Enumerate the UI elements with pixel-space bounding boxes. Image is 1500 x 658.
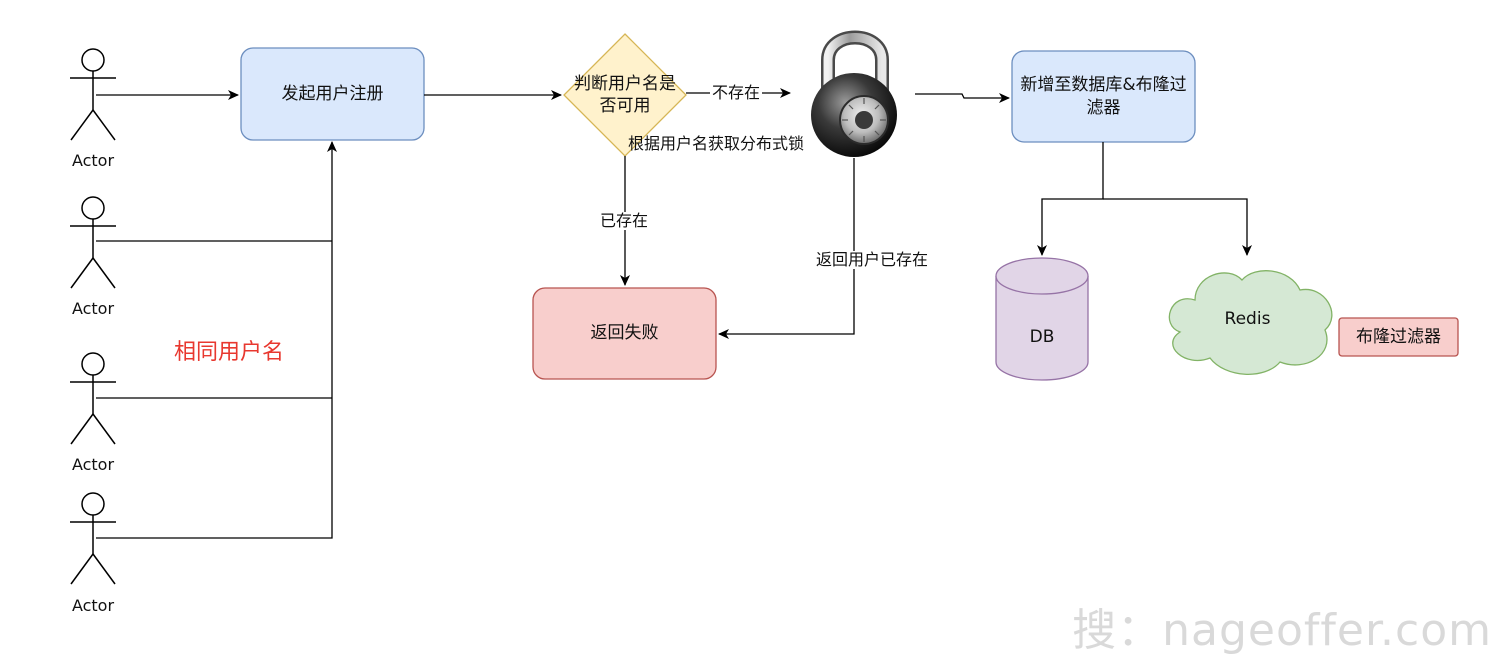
check-username-line1: 判断用户名是 bbox=[574, 73, 676, 94]
register-box bbox=[240, 47, 425, 141]
edges-actors bbox=[96, 90, 337, 539]
actor-label-4: Actor bbox=[71, 596, 115, 615]
db-cylinder bbox=[995, 257, 1089, 381]
bloom-filter-node-label: 布隆过滤器 bbox=[1356, 326, 1441, 347]
check-username-line2: 否可用 bbox=[599, 96, 651, 116]
add-db-node-label: 新增至数据库&布隆过 滤器 bbox=[1012, 51, 1195, 142]
watermark-text: 搜：nageoffer.com bbox=[1072, 605, 1492, 656]
add-db-line2: 滤器 bbox=[1086, 97, 1121, 118]
actor-figure-2 bbox=[70, 196, 116, 289]
actor-label-1: Actor bbox=[71, 151, 115, 170]
check-username-node-label: 判断用户名是 否可用 bbox=[548, 70, 702, 120]
lock-icon bbox=[811, 30, 897, 157]
edge-label-not-exist: 不存在 bbox=[710, 83, 763, 102]
actor-label-2: Actor bbox=[71, 299, 115, 318]
redis-cloud bbox=[1168, 270, 1333, 375]
register-node-label: 发起用户注册 bbox=[281, 83, 384, 104]
actor-figure-3 bbox=[70, 352, 116, 445]
actor-label-3: Actor bbox=[71, 455, 115, 474]
same-username-annotation: 相同用户名 bbox=[174, 340, 285, 365]
add-db-line1: 新增至数据库&布隆过 bbox=[1020, 75, 1187, 96]
db-node-label: DB bbox=[1029, 326, 1055, 347]
return-fail-box bbox=[532, 287, 717, 380]
redis-node-label: Redis bbox=[1224, 308, 1271, 329]
actor-figure-1 bbox=[70, 48, 116, 141]
bloom-filter-box bbox=[1338, 317, 1459, 357]
edge-label-exists: 已存在 bbox=[598, 211, 651, 230]
edge-label-get-lock: 根据用户名获取分布式锁 bbox=[628, 134, 805, 153]
return-fail-node-label: 返回失败 bbox=[590, 323, 659, 344]
edge-label-return-user-exists: 返回用户已存在 bbox=[814, 250, 931, 269]
actor-figure-4 bbox=[70, 492, 116, 585]
